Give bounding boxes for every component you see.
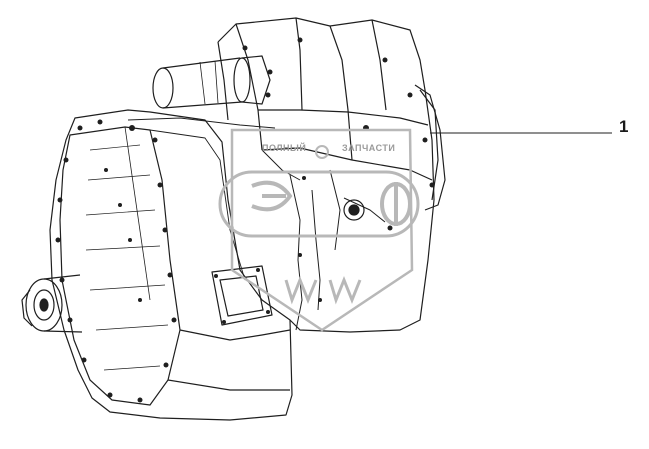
sensor-boss	[343, 199, 365, 221]
output-flange-ring	[414, 84, 446, 211]
bolt-heads	[55, 37, 435, 403]
hydraulic-lines	[127, 117, 386, 331]
top-cylinder	[152, 55, 271, 109]
callout-label-1: 1	[619, 117, 629, 136]
inspection-cover	[211, 265, 273, 326]
front-housing	[49, 109, 293, 421]
watermark-right-text: ЗАПЧАСТИ	[342, 143, 396, 153]
input-flange	[21, 274, 83, 333]
watermark-left-text: ПОЛНЫЙ	[262, 143, 307, 153]
watermark-logo	[218, 128, 420, 332]
